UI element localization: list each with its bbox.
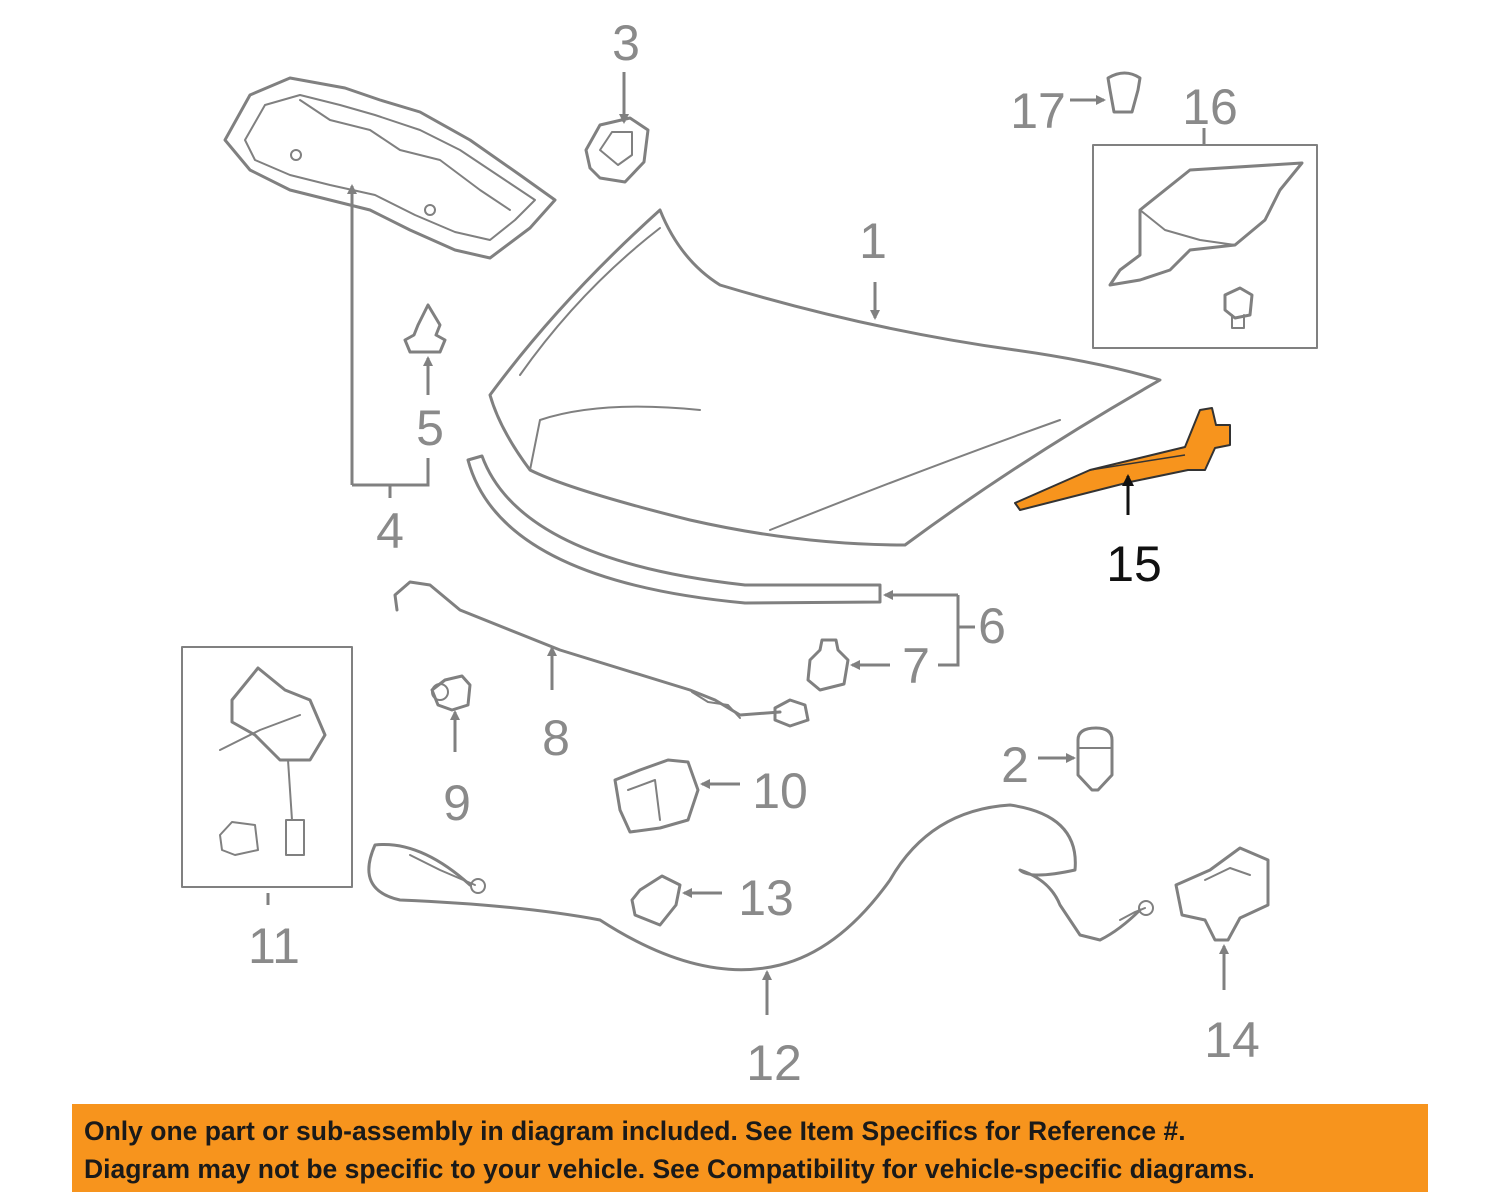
callout-5: 5 [416, 400, 444, 456]
callout-4: 4 [376, 503, 404, 559]
callout-3: 3 [612, 15, 640, 71]
hood-latch-part-11 [181, 646, 353, 888]
callout-10: 10 [752, 763, 808, 819]
hood-stopper-part-3 [584, 116, 650, 184]
disclaimer-line-2: Diagram may not be specific to your vehi… [84, 1154, 1255, 1184]
callout-2: 2 [1001, 737, 1029, 793]
disclaimer-line-1: Only one part or sub-assembly in diagram… [84, 1116, 1186, 1146]
callout-15: 15 [1106, 536, 1162, 592]
callout-16: 16 [1182, 79, 1238, 135]
clip-part-17 [1106, 71, 1142, 114]
callout-13: 13 [738, 870, 794, 926]
hood-support-rod-part-8 [393, 580, 810, 728]
release-cable-part-12 [367, 803, 1154, 972]
callout-11: 11 [248, 918, 300, 974]
hood-seal-part-6 [466, 454, 882, 605]
hood-insulator-part-4 [223, 76, 557, 260]
disclaimer-banner: Only one part or sub-assembly in diagram… [72, 1104, 1428, 1192]
clip-part-5 [403, 303, 447, 354]
callout-12: 12 [746, 1035, 802, 1091]
callout-8: 8 [542, 710, 570, 766]
holder-part-10 [613, 758, 700, 834]
clip-part-7 [806, 638, 850, 692]
bumper-part-2 [1076, 726, 1114, 792]
latch-bracket-part-14 [1174, 846, 1270, 942]
hood-panel-part-1 [488, 208, 1162, 547]
callout-14: 14 [1204, 1012, 1260, 1068]
callout-9: 9 [443, 775, 471, 831]
leader-lines [266, 72, 1229, 1015]
clip-part-13 [630, 874, 682, 927]
grommet-part-9 [430, 674, 472, 712]
callout-1: 1 [859, 213, 887, 269]
callout-6: 6 [978, 598, 1006, 654]
callout-7: 7 [902, 638, 930, 694]
bracket-part-16 [1092, 144, 1318, 349]
hood-reinforcement-part-15 [1014, 407, 1231, 511]
callout-17: 17 [1010, 83, 1066, 139]
